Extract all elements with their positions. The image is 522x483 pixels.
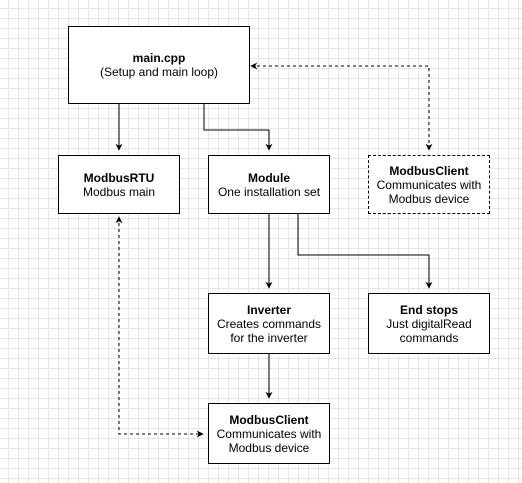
node-modbusclient-bottom: ModbusClient Communicates with Modbus de… [208, 403, 330, 464]
edge-main-to-modbusclient-top [250, 62, 433, 151]
node-title: Module [248, 170, 290, 185]
node-description-line-1: Creates commands [216, 316, 322, 331]
node-title: ModbusClient [229, 412, 309, 427]
node-description: Modbus main [82, 184, 156, 199]
node-title: End stops [399, 302, 458, 317]
node-description: (Setup and main loop) [99, 65, 219, 79]
node-end-stops: End stops Just digitalRead commands [368, 293, 490, 354]
node-title: Inverter [246, 302, 292, 317]
node-description-line-2: commands [399, 330, 459, 345]
node-modbusrtu: ModbusRTU Modbus main [58, 155, 180, 214]
node-description-line-2: Modbus device [388, 191, 470, 206]
node-title: main.cpp [132, 51, 186, 65]
node-modbusclient-top: ModbusClient Communicates with Modbus de… [368, 155, 490, 214]
edge-modbusrtu-to-modbusclient-bottom [115, 216, 204, 438]
node-description-line-2: for the inverter [230, 330, 308, 345]
edge-main-to-module [203, 104, 273, 151]
node-description-line-1: Communicates with [216, 426, 322, 441]
node-title: ModbusRTU [83, 170, 155, 185]
edge-module-to-endstops [297, 213, 433, 289]
node-description-line-1: Just digitalRead [386, 316, 472, 331]
node-module: Module One installation set [208, 155, 330, 214]
node-main-cpp: main.cpp (Setup and main loop) [68, 26, 250, 104]
node-title: ModbusClient [389, 163, 469, 178]
node-description-line-2: Modbus device [228, 440, 310, 455]
node-description: One installation set [217, 184, 321, 199]
node-inverter: Inverter Creates commands for the invert… [208, 293, 330, 354]
node-description-line-1: Communicates with [376, 177, 482, 192]
